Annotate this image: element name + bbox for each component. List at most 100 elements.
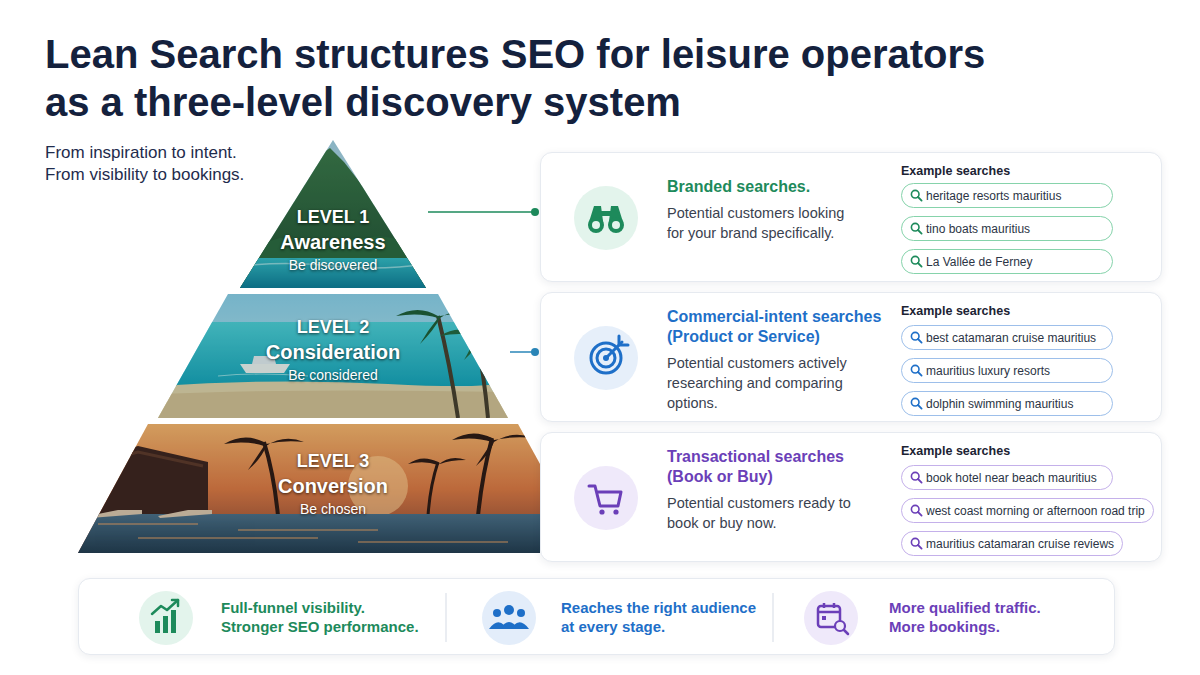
category-card: Branded searches. Potential customers loo… — [540, 152, 1162, 282]
resort-illustration — [78, 424, 540, 553]
search-pill: mauritius catamaran cruise reviews — [901, 531, 1123, 556]
cart-icon — [574, 466, 638, 530]
pyramid-level: LEVEL 1AwarenessBe discovered — [240, 140, 426, 288]
search-icon — [910, 189, 923, 202]
diagram-title: Lean Search structures SEO for leisure o… — [45, 30, 1005, 126]
level-name: Conversion — [243, 474, 423, 498]
leader-dot — [531, 348, 539, 356]
card-body: Potential customers ready to book or buy… — [667, 493, 857, 533]
landscape-illustration — [240, 140, 426, 288]
text-slot: LEVEL 3 — [253, 450, 413, 472]
binoculars-icon — [608, 217, 624, 233]
binoculars-icon — [574, 186, 638, 250]
search-icon — [918, 405, 922, 409]
benefit-icons — [822, 616, 826, 620]
search-icon — [910, 471, 923, 484]
landscape-illustration — [240, 140, 426, 288]
benefit-icons — [445, 593, 447, 642]
search-icon — [910, 255, 923, 268]
leader-line — [428, 211, 536, 213]
binoculars-icon — [588, 217, 604, 233]
search-text: La Vallée de Ferney — [926, 254, 1033, 270]
benefit-icons — [493, 609, 501, 617]
text-slot: Transactional searches (Book or Buy) — [667, 447, 889, 487]
search-pill: heritage resorts mauritius — [901, 183, 1113, 208]
category-card: Transactional searches (Book or Buy) Pote… — [540, 432, 1162, 562]
benefit-text: More qualified traffic. More bookings. — [889, 598, 1064, 636]
level-name: Consideration — [243, 340, 423, 364]
target-icon — [574, 326, 638, 390]
search-icon — [910, 537, 923, 550]
text-slot: Potential customers looking for your bra… — [667, 203, 857, 243]
text-slot: Conversion — [243, 474, 423, 498]
benefit-icons — [504, 605, 514, 615]
search-text: dolphin swimming mauritius — [926, 396, 1073, 412]
search-text: west coast morning or afternoon road tri… — [926, 503, 1145, 519]
text-slot: Be considered — [248, 366, 418, 384]
search-pill: west coast morning or afternoon road tri… — [901, 498, 1154, 523]
search-icon — [910, 222, 923, 235]
examples-heading: Example searches — [901, 443, 1101, 459]
text-slot: More qualified traffic. More bookings. — [889, 598, 1064, 636]
level-number: LEVEL 3 — [253, 450, 413, 472]
benefit-icons — [772, 593, 774, 642]
text-slot: Be chosen — [248, 500, 418, 518]
cart-icon — [599, 509, 604, 514]
search-pill: tino boats mauritius — [901, 216, 1113, 241]
search-text: book hotel near beach mauritius — [926, 470, 1097, 486]
cart-icon — [574, 466, 638, 530]
benefit-icons — [514, 622, 529, 629]
search-text: tino boats mauritius — [926, 221, 1030, 237]
level-tagline: Be considered — [248, 366, 418, 384]
binoculars-icon — [601, 211, 611, 216]
card-body: Potential customers actively researching… — [667, 353, 857, 413]
binoculars-icon — [592, 221, 600, 229]
binoculars-icon — [574, 186, 638, 250]
text-slot: LEVEL 2 — [253, 316, 413, 338]
card-heading: Branded searches. — [667, 177, 889, 197]
text-slot: Branded searches. — [667, 177, 889, 197]
search-icon — [910, 331, 923, 344]
benefit-icons — [163, 616, 168, 633]
category-card: Commercial-intent searches (Product or S… — [540, 292, 1162, 422]
cart-icon — [613, 509, 618, 514]
text-slot: Consideration — [243, 340, 423, 364]
text-slot: Full-funnel visibility. Stronger SEO per… — [221, 598, 426, 636]
card-body: Potential customers looking for your bra… — [667, 203, 857, 243]
card-heading: Transactional searches (Book or Buy) — [667, 447, 889, 487]
text-slot: Example searches — [901, 443, 1101, 459]
search-icon — [918, 479, 922, 483]
benefit-icons — [152, 600, 178, 614]
search-icon — [918, 339, 922, 343]
level-name: Awareness — [253, 230, 413, 254]
search-icon — [918, 545, 922, 549]
card-heading: Commercial-intent searches (Product or S… — [667, 307, 889, 347]
subtitle-label: From inspiration to intent. From visibil… — [45, 142, 270, 186]
search-icon — [910, 504, 923, 517]
benefit-icons — [482, 591, 536, 645]
benefit-icons — [489, 622, 504, 629]
text-slot: Example searches — [901, 303, 1101, 319]
search-text: heritage resorts mauritius — [926, 188, 1061, 204]
text-slot: From inspiration to intent. From visibil… — [45, 142, 270, 186]
search-icon — [918, 512, 922, 516]
target-icon — [574, 326, 638, 390]
search-icon — [918, 197, 922, 201]
text-slot: Reaches the right audience at every stag… — [561, 598, 761, 636]
text-slot: Commercial-intent searches (Product or S… — [667, 307, 889, 347]
search-icon — [918, 372, 922, 376]
text-slot: Potential customers ready to book or buy… — [667, 493, 857, 533]
benefit-icons — [844, 630, 848, 634]
search-text: mauritius luxury resorts — [926, 363, 1050, 379]
search-icon — [910, 397, 923, 410]
search-pill: dolphin swimming mauritius — [901, 391, 1113, 416]
text-slot: Awareness — [253, 230, 413, 254]
level-number: LEVEL 2 — [253, 316, 413, 338]
resort-illustration — [78, 424, 540, 553]
benefit-icons — [823, 603, 826, 608]
search-pill: mauritius luxury resorts — [901, 358, 1113, 383]
text-slot: Lean Search structures SEO for leisure o… — [45, 30, 1005, 126]
resort-illustration — [78, 424, 540, 553]
benefits-panel: Full-funnel visibility. Stronger SEO per… — [78, 578, 1115, 655]
